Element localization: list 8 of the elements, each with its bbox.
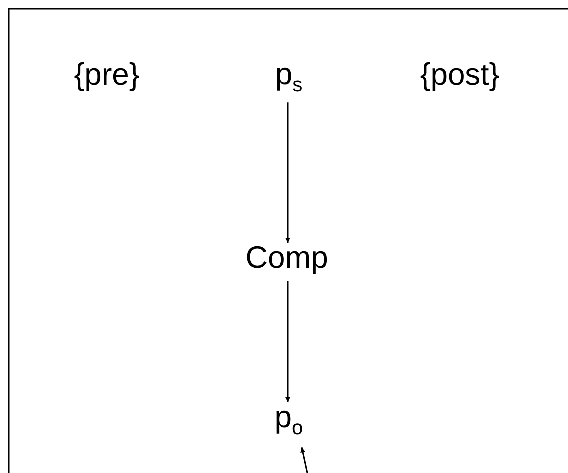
arrow — [300, 447, 310, 473]
node-label: {post} — [420, 58, 500, 92]
arrow — [286, 281, 290, 402]
node-label: p$_{o}$ — [274, 400, 304, 440]
node-label: Comp — [246, 240, 328, 276]
node-label: {pre} — [74, 58, 140, 92]
arrow — [286, 102, 290, 243]
node-label: p$_{s}$ — [275, 57, 303, 97]
